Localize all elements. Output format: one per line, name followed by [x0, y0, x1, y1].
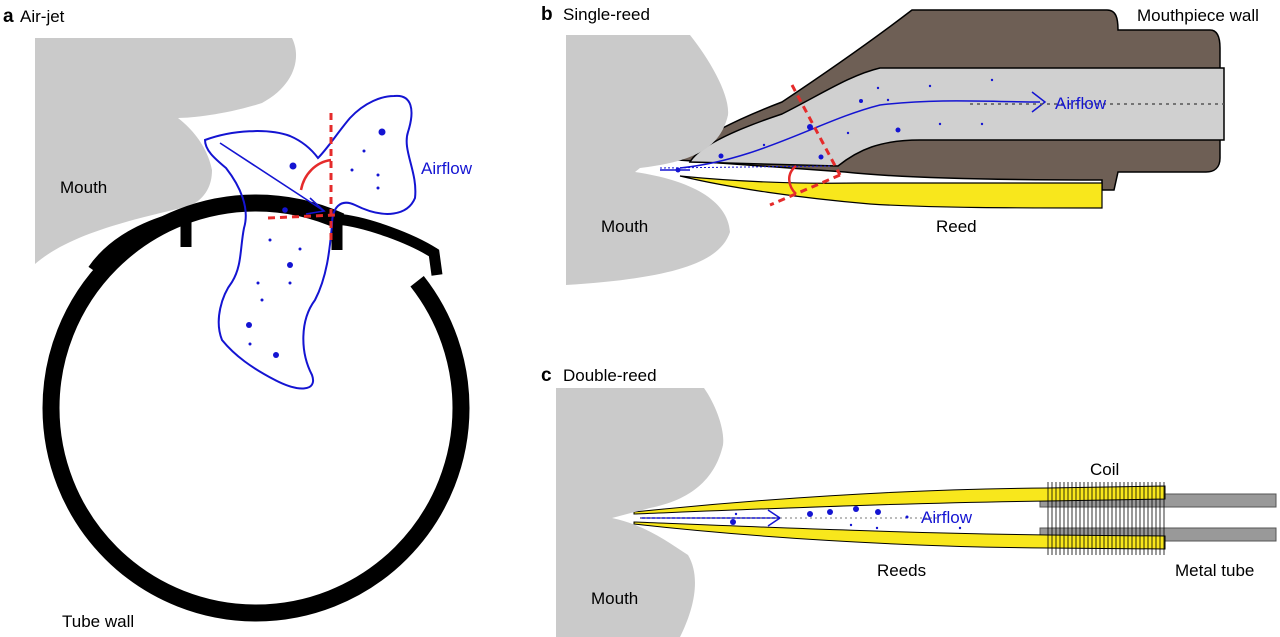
panel-c: c Double-reed Coil Airflow [541, 365, 1277, 637]
particle [734, 512, 738, 516]
particle [268, 238, 272, 242]
panel-a-letter: a [3, 6, 14, 27]
particle [807, 124, 813, 130]
particle [876, 86, 880, 90]
particle [762, 143, 766, 147]
panel-b-airflow-arrowhead [1031, 91, 1047, 113]
coil-winding [1047, 482, 1165, 555]
particle [895, 127, 901, 133]
particle [980, 122, 984, 126]
panel-b-inlet-line [659, 165, 833, 169]
lower-reed [633, 521, 1166, 550]
panel-b-airflow-label: Airflow [1055, 94, 1107, 113]
tube-wall-ring [42, 194, 470, 622]
panel-b-boundary-lower [769, 173, 841, 207]
panel-b-particles [675, 78, 994, 173]
panel-b-boundary [790, 84, 842, 176]
particle [875, 509, 881, 515]
panel-b-letter: b [541, 4, 553, 25]
particle [875, 526, 879, 530]
reed-label: Reed [936, 217, 977, 236]
particle [256, 281, 260, 285]
panel-c-mouth [556, 388, 724, 637]
particle [928, 84, 932, 88]
coil-label: Coil [1090, 460, 1119, 479]
particle [905, 515, 909, 519]
single-reed [679, 175, 1103, 209]
particle [718, 153, 724, 159]
particle [827, 509, 833, 515]
upper-reed [633, 485, 1166, 515]
panel-c-airflow-label: Airflow [921, 508, 973, 527]
panel-c-particles [730, 506, 962, 530]
particle [807, 511, 813, 517]
panel-a-mouth-label: Mouth [60, 178, 107, 197]
panel-a-airflow-label: Airflow [421, 159, 473, 178]
particle [990, 78, 994, 82]
particle [376, 186, 380, 190]
particle [282, 207, 288, 213]
tube-labium [331, 212, 443, 276]
particle [246, 322, 252, 328]
particle [849, 523, 853, 527]
particle [378, 128, 386, 136]
metal-tube-label: Metal tube [1175, 561, 1254, 580]
panel-a-title: Air-jet [20, 7, 65, 26]
particle [350, 168, 354, 172]
particle [362, 149, 366, 153]
panel-a-jet-arrow [219, 142, 325, 212]
mouthpiece-wall-label: Mouthpiece wall [1137, 6, 1259, 25]
particle [853, 506, 859, 512]
tube-left-lip [88, 212, 192, 274]
panel-b-title: Single-reed [563, 5, 650, 24]
particle [289, 162, 297, 170]
panel-b-mouth [566, 35, 730, 285]
particle [273, 352, 279, 358]
particle [287, 262, 293, 268]
particle [288, 281, 292, 285]
particle [376, 173, 380, 177]
particle [846, 131, 850, 135]
particle [248, 342, 252, 346]
panel-b-mouth-label: Mouth [601, 217, 648, 236]
panel-c-title: Double-reed [563, 366, 657, 385]
reeds-label: Reeds [877, 561, 926, 580]
tube-wall-label: Tube wall [62, 612, 134, 631]
particle [938, 122, 942, 126]
panel-a: a Air-jet [3, 6, 473, 631]
particle [886, 98, 890, 102]
panel-b: b Single-reed [541, 4, 1259, 285]
particle [730, 519, 736, 525]
particle [298, 247, 302, 251]
particle [260, 298, 264, 302]
panel-a-particles [246, 128, 386, 358]
panel-c-letter: c [541, 365, 552, 386]
particle [675, 167, 681, 173]
panel-c-mouth-label: Mouth [591, 589, 638, 608]
particle [958, 526, 962, 530]
particle [818, 154, 824, 160]
panel-a-boundary-arc [299, 158, 332, 191]
panel-a-mouth [35, 38, 297, 264]
particle [859, 99, 863, 103]
panel-b-airflow-streamline [679, 100, 1041, 169]
panel-b-boundary-arc [788, 165, 797, 195]
panel-a-jet-contour [203, 94, 417, 390]
panel-a-jet-arrowhead [305, 197, 326, 215]
